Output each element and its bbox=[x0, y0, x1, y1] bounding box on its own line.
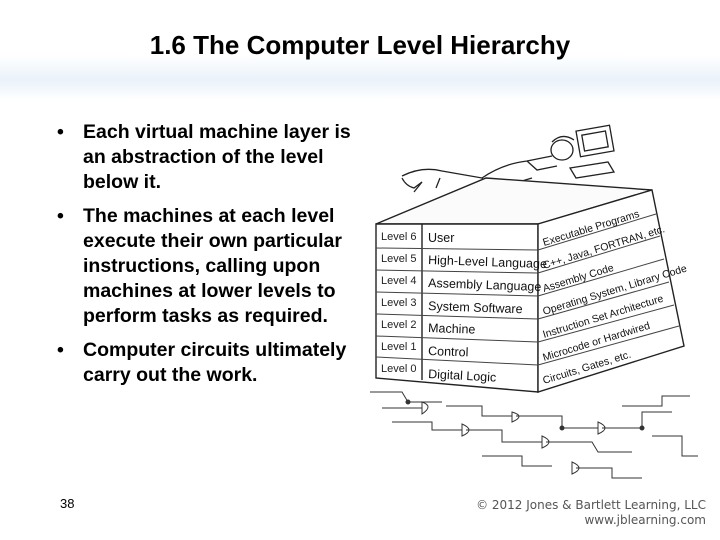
level-label: Level 1 bbox=[381, 341, 416, 353]
website-text: www.jblearning.com bbox=[584, 513, 706, 527]
copyright-text: © 2012 Jones & Bartlett Learning, LLC bbox=[476, 498, 706, 512]
level-labels: Level 6 Level 5 Level 4 Level 3 Level 2 … bbox=[381, 231, 416, 375]
level-names: User High-Level Language Assembly Langua… bbox=[428, 231, 547, 385]
title-band bbox=[0, 0, 720, 100]
level-label: Level 3 bbox=[381, 297, 416, 309]
level-label: Level 4 bbox=[381, 275, 416, 287]
footer: © 2012 Jones & Bartlett Learning, LLC ww… bbox=[476, 498, 706, 528]
level-name: Control bbox=[428, 344, 469, 359]
hierarchy-box bbox=[375, 177, 685, 393]
logic-circuit-illustration bbox=[370, 391, 698, 479]
level-name: System Software bbox=[428, 299, 523, 316]
page-number: 38 bbox=[60, 496, 75, 511]
level-name: User bbox=[428, 231, 454, 245]
row-dividers bbox=[375, 213, 680, 366]
level-name: Digital Logic bbox=[428, 367, 497, 385]
level-name: Machine bbox=[428, 321, 476, 337]
level-label: Level 2 bbox=[381, 319, 416, 331]
level-label: Level 0 bbox=[381, 363, 416, 375]
bullet-item: • Each virtual machine layer is an abstr… bbox=[55, 120, 355, 195]
bullet-item: • Computer circuits ultimately carry out… bbox=[55, 338, 355, 388]
bullet-text: Each virtual machine layer is an abstrac… bbox=[83, 121, 351, 193]
bullet-item: • The machines at each level execute the… bbox=[55, 204, 355, 329]
level-name: Assembly Language bbox=[428, 276, 542, 294]
level-label: Level 6 bbox=[381, 231, 416, 243]
level-name: High-Level Language bbox=[428, 253, 547, 271]
bullet-dot-icon: • bbox=[57, 121, 64, 143]
slide-title: 1.6 The Computer Level Hierarchy bbox=[149, 30, 571, 60]
bullet-dot-icon: • bbox=[57, 205, 64, 227]
level-hierarchy-figure: Level 6 Level 5 Level 4 Level 3 Level 2 … bbox=[370, 124, 698, 479]
bullet-text: Computer circuits ultimately carry out t… bbox=[83, 339, 347, 386]
bullet-text: The machines at each level execute their… bbox=[83, 205, 342, 327]
bullet-list: • Each virtual machine layer is an abstr… bbox=[55, 120, 355, 397]
bullet-dot-icon: • bbox=[57, 339, 64, 361]
level-label: Level 5 bbox=[381, 253, 416, 265]
